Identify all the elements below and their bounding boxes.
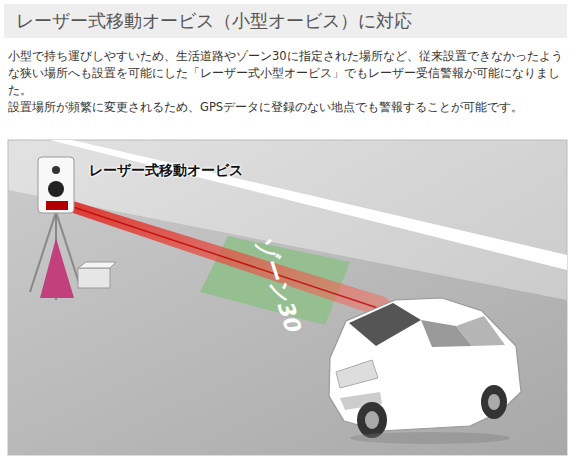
car: [329, 298, 521, 444]
road-line: [50, 140, 567, 270]
panel: [8, 140, 567, 455]
description-text: 設置場所が頻繁に変更されるため、GPSデータに登録のない地点でも警報することが可…: [8, 99, 567, 116]
page-title: レーザー式移動オービス（小型オービス）に対応: [4, 4, 567, 38]
orbis-device: [30, 157, 116, 300]
description-text: 小型で持ち運びしやすいため、生活道路やゾーン30に指定された場所など、従来設置で…: [8, 48, 567, 99]
road: [8, 190, 567, 455]
road-marking-text: ゾーン30: [248, 237, 306, 326]
device-label: レーザー式移動オービス: [86, 162, 246, 180]
